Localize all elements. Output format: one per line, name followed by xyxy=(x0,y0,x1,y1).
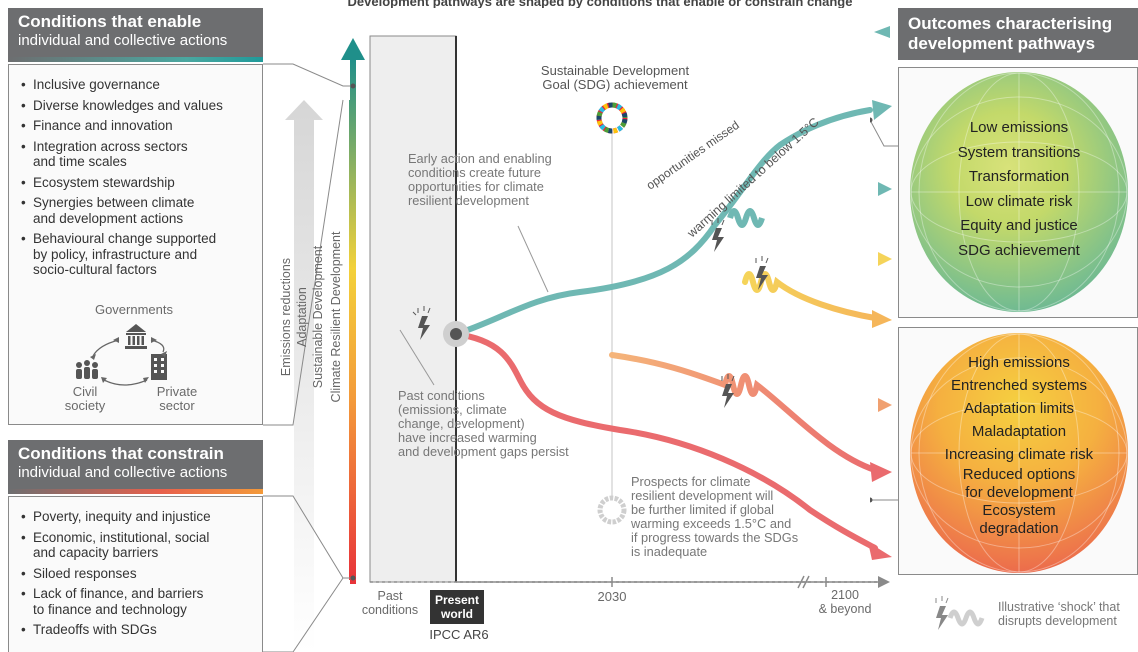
private-sector-label: Private sector xyxy=(156,384,198,413)
positive-outcomes-globe xyxy=(910,72,1128,312)
enable-panel: Inclusive governanceDiverse knowledges a… xyxy=(8,64,263,425)
enable-condition-item: Integration across sectors and time scal… xyxy=(19,139,254,170)
negative-outcome-item: High emissions xyxy=(968,354,1070,371)
private-sector-icon xyxy=(151,354,167,380)
time-axis-arrowhead xyxy=(878,576,890,588)
enable-condition-item: Inclusive governance xyxy=(19,77,254,93)
positive-outcome-item: Low emissions xyxy=(969,119,1069,136)
teal-pathway xyxy=(453,107,873,337)
sustainable-development-label: Sustainable Development xyxy=(311,245,325,389)
emissions-reductions-label: Emissions reductions xyxy=(279,257,293,377)
present-world-badge: Present world xyxy=(430,590,484,624)
enable-condition-item: Ecosystem stewardship xyxy=(19,175,254,191)
enable-header: Conditions that enable individual and co… xyxy=(8,8,263,57)
past-conditions-axis-label: Past conditions xyxy=(361,589,419,617)
governments-label: Governments xyxy=(94,302,174,317)
positive-outcome-item: Low climate risk xyxy=(965,192,1073,210)
shock-icon-yellow xyxy=(755,256,769,290)
shock-legend-label: Illustrative ‘shock’ that disrupts devel… xyxy=(998,600,1120,628)
opportunities-missed-label: opportunities missed xyxy=(644,118,742,193)
enable-title: Conditions that enable xyxy=(18,12,202,31)
yellow-pathway xyxy=(742,271,878,321)
teal-marker xyxy=(874,26,890,38)
globe-grid-2 xyxy=(910,333,1128,573)
shock-legend-icon xyxy=(935,596,985,630)
constrain-header: Conditions that constrain individual and… xyxy=(8,440,263,489)
constrain-condition-item: Siloed responses xyxy=(19,566,254,582)
negative-outcome-item: Entrenched systems xyxy=(951,377,1087,394)
outcome-connectors xyxy=(870,117,898,503)
early-action-label: Early action and enabling conditions cre… xyxy=(408,151,552,208)
red-pathway xyxy=(453,331,878,551)
enable-condition-item: Synergies between climate and developmen… xyxy=(19,195,254,226)
enable-condition-item: Behavioural change supported by policy, … xyxy=(19,231,254,278)
constrain-title: Conditions that constrain xyxy=(18,444,224,463)
negative-outcome-item: Adaptation limits xyxy=(963,400,1075,417)
constrain-condition-item: Tradeoffs with SDGs xyxy=(19,622,254,638)
positive-outcome-item: System transitions xyxy=(957,143,1081,161)
outcomes-header: Outcomes characterising development path… xyxy=(898,8,1138,60)
present-world-text: Present world xyxy=(434,593,480,621)
constrain-panel: Poverty, inequity and injusticeEconomic,… xyxy=(8,496,263,652)
vertical-labels: Emissions reductions Adaptation Sustaina… xyxy=(276,200,356,420)
constrain-accent-bar xyxy=(8,489,263,494)
constrain-condition-item: Economic, institutional, social and capa… xyxy=(19,530,254,561)
year-2030-label: 2030 xyxy=(597,589,627,604)
connector-lines xyxy=(263,63,356,652)
orange-marker xyxy=(878,398,892,412)
sdg-wheel-icon xyxy=(596,102,628,134)
figure-title: Development pathways are shaped by condi… xyxy=(347,0,853,8)
negative-outcome-item: Reduced options for development xyxy=(962,466,1076,501)
government-building-icon xyxy=(125,324,147,349)
constrain-subtitle: individual and collective actions xyxy=(18,464,228,481)
shock-icon-orange xyxy=(721,374,735,408)
actors-diagram xyxy=(76,324,167,386)
past-conditions-band xyxy=(369,35,457,583)
constrain-condition-item: Poverty, inequity and injustice xyxy=(19,509,254,525)
shock-icon-past xyxy=(412,306,431,340)
positive-outcome-item: SDG achievement xyxy=(958,241,1080,259)
pathways-diagram: opportunities missed warming limited to … xyxy=(369,26,892,589)
constrain-condition-item: Lack of finance, and barriers to finance… xyxy=(19,586,254,617)
enable-accent-bar xyxy=(8,57,263,62)
globe-grid xyxy=(910,72,1128,312)
climate-resilient-development-arrow xyxy=(341,38,365,584)
enable-condition-item: Diverse knowledges and values xyxy=(19,98,254,114)
positive-outcome-item: Equity and justice xyxy=(960,217,1078,234)
sdg-wheel-gray-icon xyxy=(597,495,627,525)
yellow-marker xyxy=(878,252,892,266)
constrain-list: Poverty, inequity and injusticeEconomic,… xyxy=(19,509,254,643)
negative-outcome-item: Maladaptation xyxy=(971,423,1067,440)
orange-pathway xyxy=(609,352,878,473)
civil-society-label: Civil society xyxy=(64,384,106,413)
enable-subtitle: individual and collective actions xyxy=(18,32,228,49)
orange-pathway-arrowhead xyxy=(870,462,892,482)
yellow-pathway-arrowhead xyxy=(872,310,892,328)
past-conditions-note: Past conditions (emissions, climate chan… xyxy=(398,388,569,459)
prospects-label: Prospects for climate resilient developm… xyxy=(631,474,799,559)
outcomes-title: Outcomes characterising development path… xyxy=(908,14,1113,53)
shock-icon-teal xyxy=(711,218,725,252)
positive-outcome-item: Transformation xyxy=(968,168,1070,185)
red-pathway-arrowhead xyxy=(868,542,892,560)
negative-outcome-item: Increasing climate risk xyxy=(944,446,1094,463)
climate-resilient-development-label: Climate Resilient Development xyxy=(329,231,343,403)
adaptation-label: Adaptation xyxy=(295,287,309,347)
negative-outcomes-globe xyxy=(910,333,1128,573)
enable-condition-item: Finance and innovation xyxy=(19,118,254,134)
teal-marker-2 xyxy=(878,182,892,196)
enable-list: Inclusive governanceDiverse knowledges a… xyxy=(19,77,254,283)
sdg-label: Sustainable Development Goal (SDG) achie… xyxy=(540,63,690,92)
year-2100-label: 2100 & beyond xyxy=(818,588,872,616)
ipcc-label: IPCC AR6 xyxy=(429,627,489,642)
negative-outcome-item: Ecosystem degradation xyxy=(979,502,1059,537)
civil-society-icon xyxy=(76,360,98,379)
teal-pathway-arrowhead xyxy=(872,100,892,120)
